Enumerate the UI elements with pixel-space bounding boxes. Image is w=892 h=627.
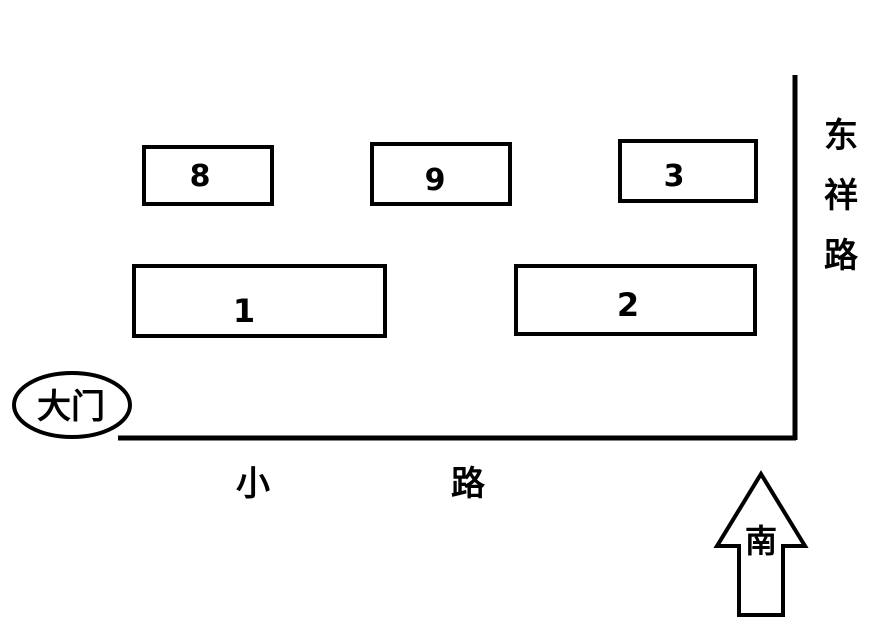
east-road-label: 东 祥 路 [824,116,859,276]
small-road-char: 小 [236,464,270,504]
compass-label: 南 [745,522,777,560]
small-road-label: 小 路 [236,464,486,504]
building-9: 9 [370,142,512,206]
small-road-char: 路 [451,464,486,504]
building-1: 1 [132,264,387,338]
building-8: 8 [142,145,274,206]
building-3-label: 3 [664,159,685,194]
building-2-label: 2 [617,286,639,324]
building-8-label: 8 [190,159,211,194]
main-gate-label: 大门 [37,387,105,427]
east-road-char: 祥 [824,176,858,216]
building-2: 2 [514,264,757,336]
east-road-char: 东 [824,116,858,156]
up-arrow-icon [713,470,809,617]
compass-arrow: 南 [713,470,809,617]
building-3: 3 [618,139,758,203]
main-gate: 大门 [12,371,132,439]
building-1-label: 1 [233,292,255,330]
building-9-label: 9 [425,163,446,198]
east-road-char: 路 [824,236,859,276]
